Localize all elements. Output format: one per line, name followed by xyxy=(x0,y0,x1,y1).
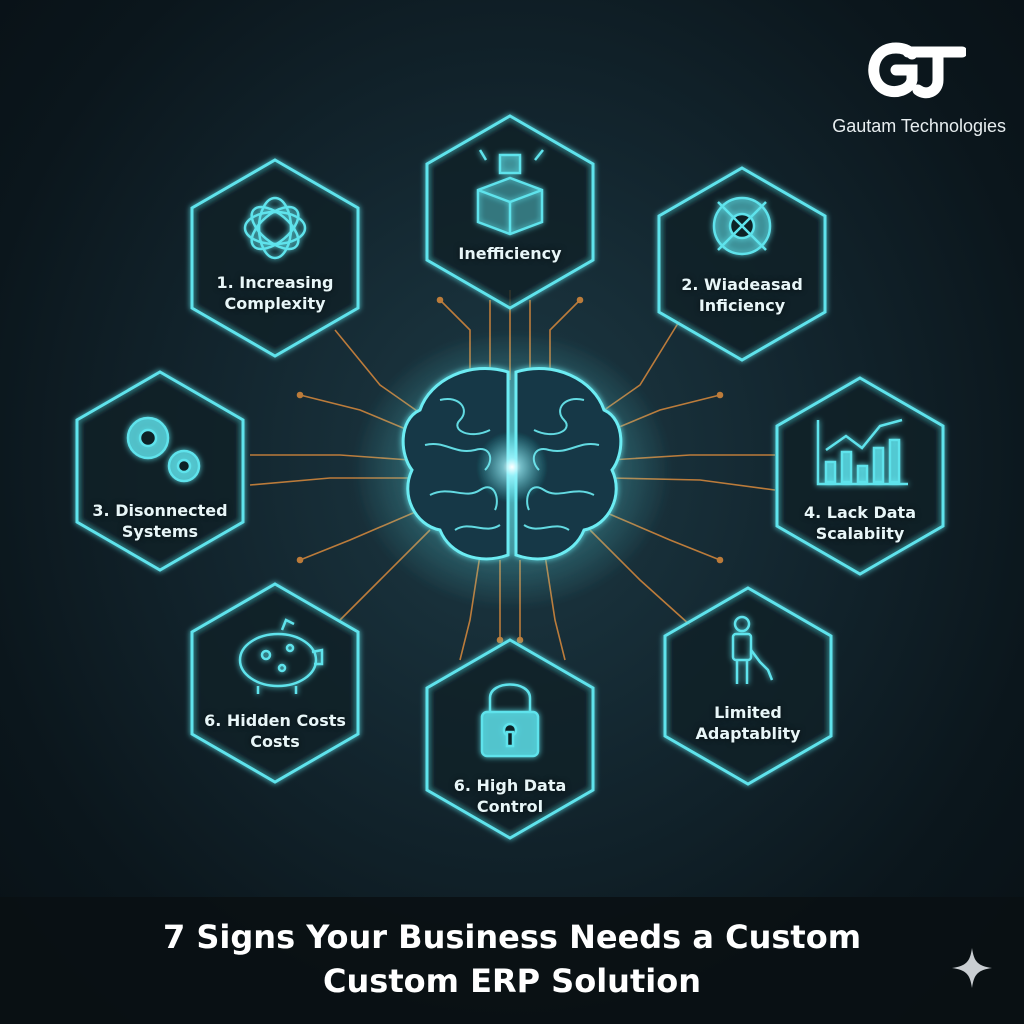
sign-label-5-line-2: Scalabiity xyxy=(815,524,905,543)
sign-label-8: Limited Adaptablity xyxy=(663,702,833,744)
tangled-lines-icon xyxy=(243,196,307,260)
hex-frame-4 xyxy=(75,370,245,572)
sign-label-3-line-1: 2. Wiadeasad xyxy=(681,275,803,294)
sign-label-2-line-1: Inefficiency xyxy=(458,244,562,263)
sign-label-6: 6. Hidden Costs Costs xyxy=(190,710,360,752)
hex-frame-3 xyxy=(657,166,827,362)
sign-label-1-line-2: Complexity xyxy=(224,294,326,313)
broken-box-icon xyxy=(476,149,544,236)
hex-frame-8 xyxy=(663,586,833,786)
sign-label-4-line-1: 3. Disonnected xyxy=(92,501,228,520)
footer-title-line-2: Custom ERP Solution xyxy=(323,962,701,1000)
footer-banner xyxy=(0,897,1024,1024)
piggy-bank-icon xyxy=(238,618,324,694)
sign-label-4: 3. Disonnected Systems xyxy=(75,500,245,542)
sign-label-6-line-1: 6. Hidden Costs xyxy=(204,711,346,730)
sign-label-5-line-1: 4. Lack Data xyxy=(804,503,916,522)
company-logo xyxy=(868,42,966,99)
sign-label-1: 1. Increasing Complexity xyxy=(190,272,360,314)
sign-label-8-line-2: Adaptablity xyxy=(695,724,801,743)
sparkle-icon xyxy=(952,948,992,988)
chained-person-icon xyxy=(731,615,774,684)
sign-label-3-line-2: Inficiency xyxy=(698,296,786,315)
sign-label-8-line-1: Limited xyxy=(714,703,782,722)
sign-label-1-line-1: 1. Increasing xyxy=(216,273,334,292)
broken-gear-icon xyxy=(712,196,772,256)
sign-label-3: 2. Wiadeasad Inficiency xyxy=(657,274,827,316)
sign-label-5: 4. Lack Data Scalabiity xyxy=(775,502,945,544)
gears-icon xyxy=(126,416,201,483)
sign-label-4-line-2: Systems xyxy=(121,522,199,541)
bar-chart-icon xyxy=(816,418,908,486)
sign-label-7-line-2: Control xyxy=(476,797,544,816)
footer-title-line-1: 7 Signs Your Business Needs a Custom xyxy=(162,918,862,956)
padlock-icon xyxy=(480,683,540,758)
sign-label-7: 6. High Data Control xyxy=(425,775,595,817)
sign-label-2: Inefficiency xyxy=(425,243,595,264)
sign-label-6-line-2: Costs xyxy=(250,732,300,751)
company-name: Gautam Technologies xyxy=(832,116,1006,136)
sign-label-7-line-1: 6. High Data xyxy=(453,776,567,795)
brain-icon xyxy=(352,330,672,610)
hex-frame-6 xyxy=(190,582,360,784)
